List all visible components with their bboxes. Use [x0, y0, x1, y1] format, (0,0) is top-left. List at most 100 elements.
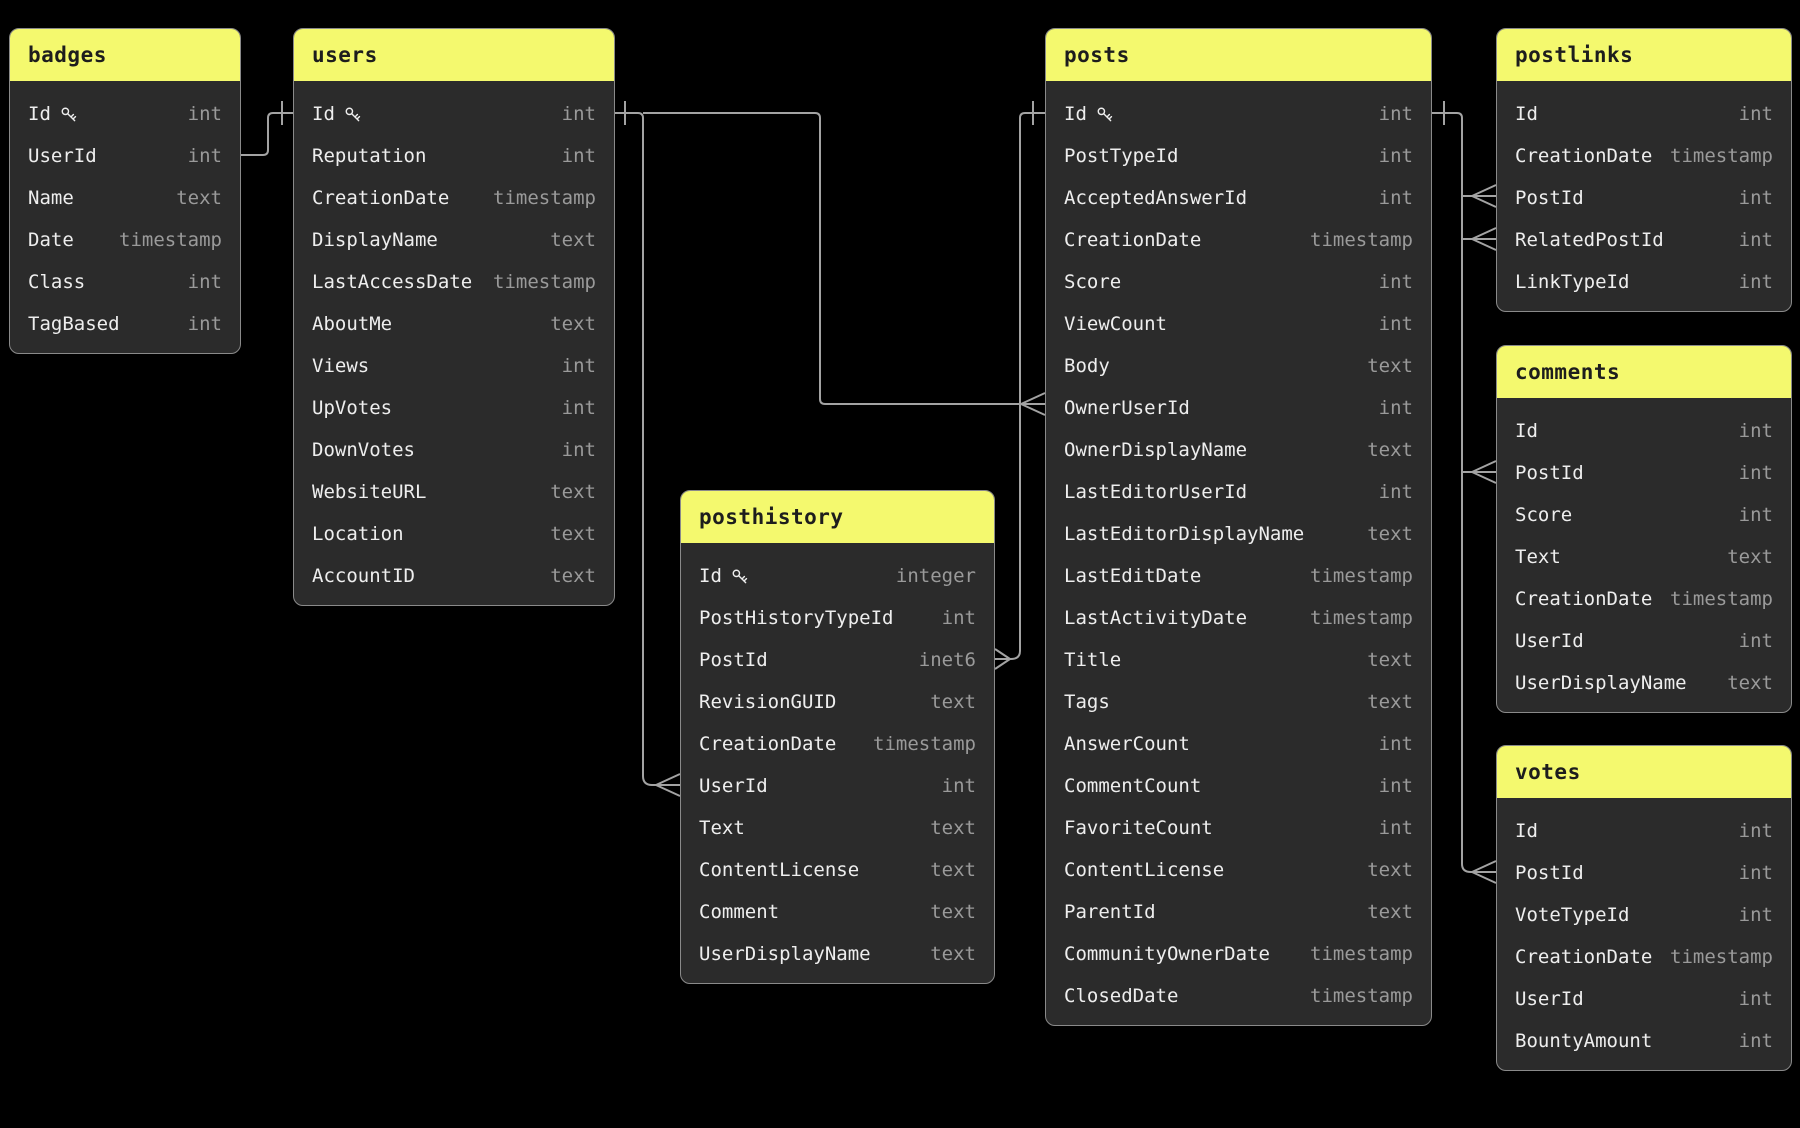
field-name: UserId — [28, 145, 97, 167]
field-name: RevisionGUID — [699, 691, 837, 713]
field-type: int — [1738, 862, 1773, 884]
table-posthistory-header[interactable]: posthistory — [681, 491, 994, 543]
table-posts-header[interactable]: posts — [1046, 29, 1431, 81]
table-users-header[interactable]: users — [294, 29, 614, 81]
field-name: CreationDate — [1515, 946, 1653, 968]
table-votes-header[interactable]: votes — [1497, 746, 1791, 798]
relationship-line — [643, 112, 1021, 405]
table-badges-header[interactable]: badges — [10, 29, 240, 81]
relationship-line — [1432, 112, 1472, 873]
relationship-users-posthistory[interactable] — [615, 101, 681, 797]
field-name: Id — [1515, 820, 1538, 842]
field-type: int — [1738, 103, 1773, 125]
field-name: DownVotes — [312, 439, 415, 461]
table-postlinks-header[interactable]: postlinks — [1497, 29, 1791, 81]
field-name: CommentCount — [1064, 775, 1202, 797]
relationship-posts-right-tables[interactable] — [1432, 101, 1497, 884]
relationship-users-badges[interactable] — [241, 101, 293, 156]
relationship-posts-posthistory[interactable] — [994, 101, 1045, 670]
crow-foot-icon — [994, 648, 1011, 670]
table-comments-header[interactable]: comments — [1497, 346, 1791, 398]
relationship-users-posts[interactable] — [643, 112, 1046, 416]
field-type: text — [1367, 355, 1413, 377]
field-type: int — [1378, 271, 1413, 293]
